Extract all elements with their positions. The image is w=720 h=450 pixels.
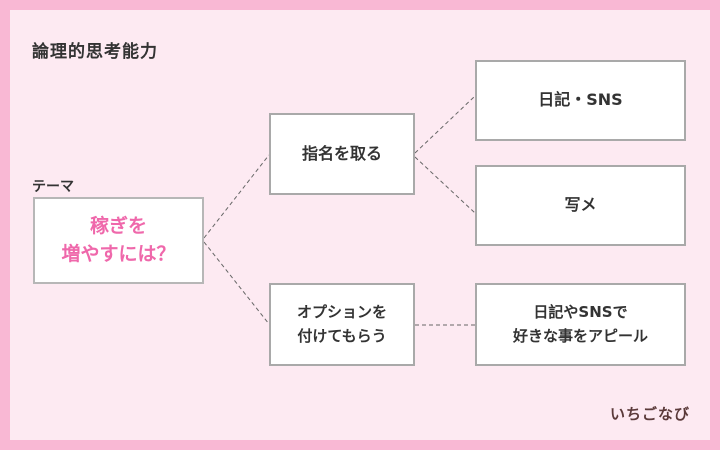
connector-theme-branch-1: [203, 154, 270, 239]
page-title: 論理的思考能力: [32, 42, 158, 62]
brand-logo: いちごなび: [609, 405, 690, 423]
leaf-node-2-text: 写メ: [564, 195, 597, 215]
diagram-canvas: 論理的思考能力 テーマ 稼ぎを 増やすには？ 指名を取る オプションを 付けても…: [10, 10, 710, 440]
leaf-node-1-text: 日記・SNS: [538, 90, 623, 110]
branch-node-2: オプションを 付けてもらう: [269, 283, 415, 366]
branch-node-1: 指名を取る: [269, 113, 415, 195]
branch-node-2-text: オプションを 付けてもらう: [296, 303, 387, 345]
theme-node-text: 稼ぎを 増やすには？: [61, 214, 176, 265]
leaf-node-3: 日記やSNSで 好きな事をアピール: [475, 283, 686, 366]
connector-branch-1-leaf-1: [414, 95, 476, 154]
connector-theme-branch-2: [203, 241, 270, 325]
theme-node: 稼ぎを 増やすには？: [33, 197, 204, 284]
connector-branch-1-leaf-2: [414, 156, 476, 214]
branch-node-1-text: 指名を取る: [301, 143, 382, 163]
theme-label: テーマ: [32, 179, 74, 195]
leaf-node-3-text: 日記やSNSで 好きな事をアピール: [512, 303, 648, 345]
leaf-node-1: 日記・SNS: [475, 60, 686, 141]
leaf-node-2: 写メ: [475, 165, 686, 246]
